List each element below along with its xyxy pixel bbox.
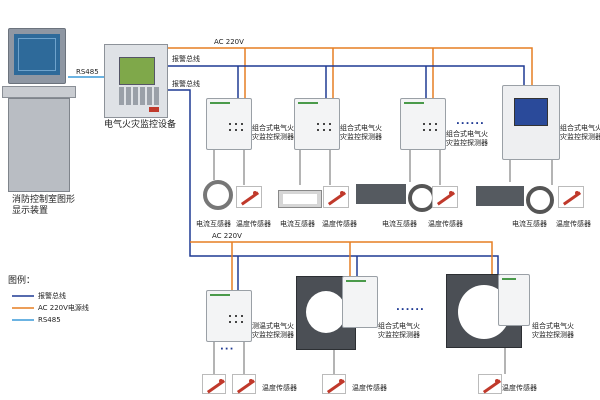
detector-label-top-1: 组合式电气火 灾监控探测器 [252, 124, 294, 141]
temp-sensor-b4 [478, 374, 502, 394]
pc-cabinet [8, 98, 70, 192]
ac-line-bottom [190, 241, 493, 274]
temp-label-4: 温度传感器 [556, 220, 591, 228]
ac-label-top: AC 220V [214, 38, 244, 46]
temp-label-b3: 温度传感器 [502, 384, 537, 392]
ct-label-4: 电流互感器 [512, 220, 547, 228]
detector-bottom-2 [342, 276, 378, 328]
detector-bottom-3 [498, 274, 530, 326]
controller-label: 电气火灾监控设备 [104, 120, 177, 130]
ac-line-top [166, 47, 533, 85]
ac-label-bottom: AC 220V [212, 232, 242, 240]
ct-ring-1 [203, 180, 233, 210]
ct-ring-4 [526, 186, 554, 214]
detector-label-bottom-3: 组合式电气火 灾监控探测器 [532, 322, 574, 339]
temp-label-b2: 温度传感器 [352, 384, 387, 392]
detector-top-4-display [502, 85, 560, 160]
alarm-bus-bottom [166, 89, 499, 274]
ct-label-1: 电流互感器 [196, 220, 231, 228]
ct-label-3: 电流互感器 [382, 220, 417, 228]
bus-label-top-2: 报警总线 [172, 80, 200, 88]
detector-top-2 [294, 98, 340, 150]
temp-label-b1: 温度传感器 [262, 384, 297, 392]
detector-label-top-3: 组合式电气火 灾监控探测器 [446, 130, 488, 147]
pc-label: 消防控制室图形 显示装置 [12, 195, 76, 216]
ct-label-2: 电流互感器 [280, 220, 315, 228]
rs485-label: RS485 [76, 68, 99, 76]
temp-sensor-b3 [322, 374, 346, 394]
ellipsis-top: ...... [456, 116, 485, 127]
temp-label-2: 温度传感器 [322, 220, 357, 228]
temp-sensor-4 [558, 186, 584, 208]
temp-sensor-1 [236, 186, 262, 208]
detector-label-top-2: 组合式电气火 灾监控探测器 [340, 124, 382, 141]
fire-monitoring-controller [104, 44, 168, 118]
ct-bar-4 [476, 186, 524, 206]
ellipsis-bottom: ...... [396, 302, 425, 313]
ellipsis-bottom-sensors: ··· [220, 344, 235, 355]
legend-item-ac: AC 220V电源线 [38, 304, 89, 312]
ct-bar-3 [356, 184, 406, 204]
temp-label-1: 温度传感器 [236, 220, 271, 228]
ct-rect-2 [278, 190, 322, 208]
temp-sensor-b2 [232, 374, 256, 394]
detector-label-bottom-2: 组合式电气火 灾监控探测器 [378, 322, 420, 339]
legend-item-rs485: RS485 [38, 316, 61, 324]
bus-label-top-1: 报警总线 [172, 55, 200, 63]
temp-label-3: 温度传感器 [428, 220, 463, 228]
pc-monitor [8, 28, 66, 84]
detector-top-3 [400, 98, 446, 150]
detector-bottom-1 [206, 290, 252, 342]
temp-sensor-3 [432, 186, 458, 208]
temp-sensor-b1 [202, 374, 226, 394]
pc-desk [2, 86, 76, 98]
legend-item-bus: 报警总线 [38, 292, 66, 300]
alarm-bus-top [166, 65, 525, 85]
temp-sensor-2 [323, 186, 349, 208]
detector-top-1 [206, 98, 252, 150]
detector-label-top-4: 组合式电气火 灾监控探测器 [560, 124, 600, 141]
detector-label-bottom-1: 测温式电气火 灾监控探测器 [252, 322, 294, 339]
legend-title: 图例： [8, 276, 36, 286]
